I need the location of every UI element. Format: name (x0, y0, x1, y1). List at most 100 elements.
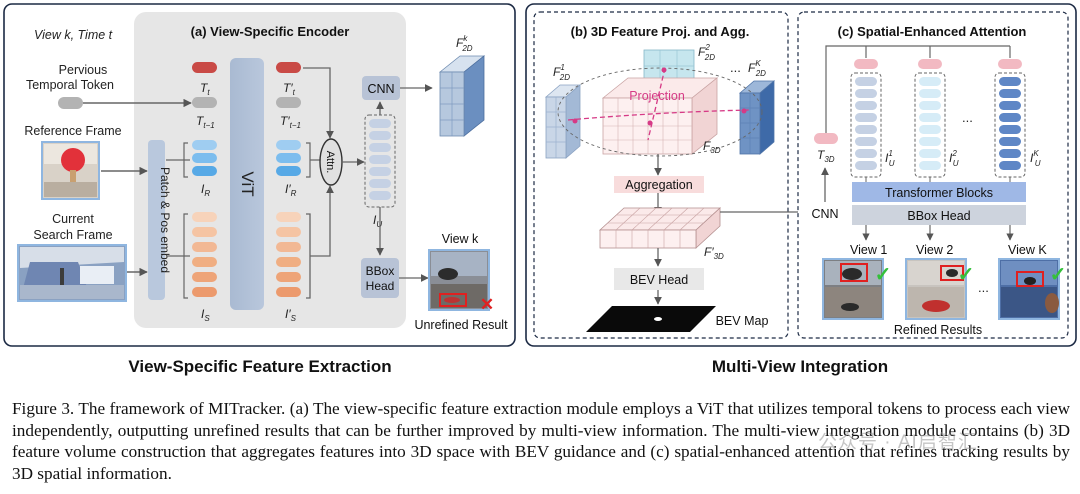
watermark-text: 公众号 · AI启智汇 (818, 432, 978, 453)
search-to-attn-path (306, 186, 330, 299)
vit-block (230, 58, 264, 310)
view-1-token-stack (850, 59, 882, 178)
view-k-label: View k (442, 232, 479, 246)
label-I-R-prime: I′R (285, 182, 297, 198)
panel-c: (c) Spatial-Enhanced Attention CNN T3D I… (797, 11, 1069, 339)
bev-map (586, 306, 716, 332)
out-search-token-2 (276, 227, 301, 237)
cross-icon: ✕ (480, 295, 494, 314)
figure-caption: Figure 3. The framework of MITracker. (a… (12, 398, 1070, 484)
iu-token-3 (369, 143, 391, 152)
f2d-K-feature-cube (738, 80, 776, 155)
panel-c-ellipsis-top: ... (962, 110, 973, 125)
cnn-block (362, 76, 400, 100)
out-search-token-6 (276, 287, 301, 297)
bev-head-label: BEV Head (630, 273, 688, 287)
projection-ellipse (557, 67, 763, 157)
iu-token-4 (369, 155, 391, 164)
panel-c-cnn-label: CNN (811, 207, 838, 221)
out-token-t-t (276, 62, 301, 73)
transformer-blocks-label: Transformer Blocks (885, 186, 993, 200)
caption-text: Figure 3. The framework of MITracker. (a… (12, 399, 1070, 483)
view-1-label: View 1 (850, 243, 887, 257)
out-token-t-t-minus-1 (276, 97, 301, 108)
patch-pos-embed-label: Patch & Pos embed (158, 167, 172, 273)
label-I-S-prime: I′S (285, 307, 297, 323)
projection-ray-horizontal (567, 109, 751, 121)
iu-token-1 (369, 119, 391, 128)
refined-results-label: Refined Results (894, 323, 982, 337)
iu-token-5 (369, 167, 391, 176)
f2d-2-feature-cube (643, 49, 695, 83)
panel-b-title: (b) 3D Feature Proj. and Agg. (571, 24, 750, 39)
out-ref-token-2 (276, 153, 301, 163)
label-T-t-prime: T′t (283, 81, 296, 97)
search-token-2 (192, 227, 217, 237)
cnn-label: CNN (367, 82, 394, 96)
projection-point-left (572, 118, 578, 124)
temporal-token-label-2: Temporal Token (26, 78, 114, 92)
section-title-view-specific: View-Specific Feature Extraction (128, 357, 391, 376)
refined-result-view-2 (905, 258, 967, 320)
iu-token-2 (369, 131, 391, 140)
out-ref-token-1 (276, 140, 301, 150)
encoder-title: (a) View-Specific Encoder (191, 24, 350, 39)
current-search-frame-image (17, 244, 127, 302)
bbox-head-block (361, 258, 399, 298)
vit-label: ViT (238, 171, 257, 196)
token-t-t-minus-1 (192, 97, 217, 108)
transformer-blocks (852, 182, 1026, 202)
panel-a: View k, Time t (a) View-Specific Encoder… (3, 3, 516, 347)
t3d-token (814, 133, 838, 144)
label-I-U: IU (373, 213, 382, 229)
unrefined-result-image (428, 249, 490, 311)
temporal-token-label-1: Pervious (59, 63, 108, 77)
panel-c-title: (c) Spatial-Enhanced Attention (838, 24, 1027, 39)
search-token-4 (192, 257, 217, 267)
ref-token-2 (192, 153, 217, 163)
f3d-feature-volume (601, 77, 719, 155)
panel-c-ellipsis-bottom: ... (978, 280, 989, 295)
search-token-6 (192, 287, 217, 297)
label-T-t: Tt (200, 81, 210, 97)
bev-map-label: BEV Map (716, 314, 769, 328)
out-search-token-5 (276, 272, 301, 282)
out-search-token-1 (276, 212, 301, 222)
f3d-prime-feature-slab (598, 207, 722, 249)
framework-figure: View k, Time t (a) View-Specific Encoder… (3, 3, 1077, 376)
ref-token-1 (192, 140, 217, 150)
view-time-label: View k, Time t (34, 28, 113, 42)
panel-c-cnn-block (806, 202, 844, 224)
aggregation-block (614, 176, 704, 193)
view-2-token-stack (914, 59, 946, 178)
search-token-1 (192, 212, 217, 222)
view-2-label: View 2 (916, 243, 953, 257)
refined-result-view-1 (822, 258, 884, 320)
view-K-label: View K (1008, 243, 1047, 257)
f2d-k-feature-cube (438, 55, 486, 137)
projection-point-right (741, 108, 747, 114)
out-search-token-3 (276, 242, 301, 252)
temporal-to-attn-arrow (303, 67, 334, 139)
check-icon-view-2: ✓ (958, 264, 975, 286)
projection-point-center (647, 120, 653, 126)
panel-b-ellipsis: ... (730, 60, 741, 75)
check-icon-view-1: ✓ (875, 264, 892, 286)
reference-frame-label: Reference Frame (24, 124, 121, 138)
check-icon-view-K: ✓ (1050, 264, 1067, 286)
search-token-5 (192, 272, 217, 282)
projection-point-top (661, 67, 667, 73)
ref-token-3 (192, 166, 217, 176)
ref-token-brace (183, 142, 188, 178)
aggregation-label: Aggregation (625, 178, 692, 192)
current-frame-label-2: Search Frame (33, 228, 112, 242)
projection-ray-vertical (647, 67, 666, 141)
iu-token-7 (369, 191, 391, 200)
t3d-broadcast-line (825, 45, 1010, 133)
projection-label: Projection (629, 89, 685, 103)
unrefined-result-label: Unrefined Result (414, 318, 508, 332)
